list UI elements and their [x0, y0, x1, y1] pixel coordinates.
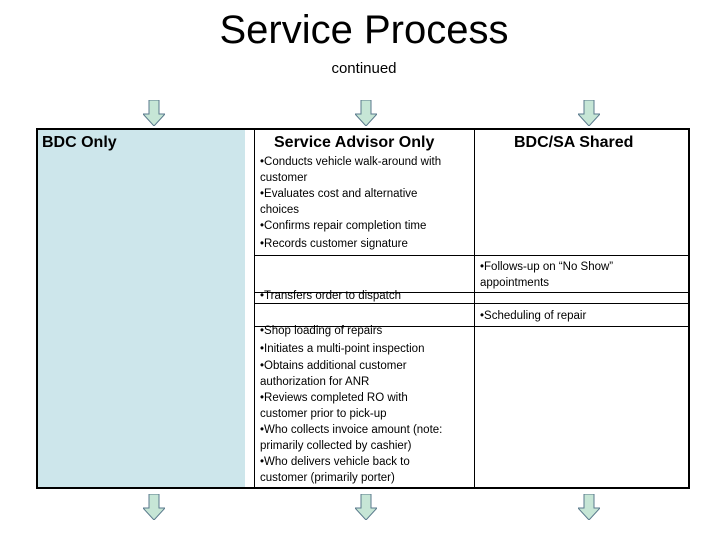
- down-arrow-icon: [143, 100, 165, 126]
- down-arrow-icon: [143, 494, 165, 520]
- list-item: •Transfers order to dispatch: [260, 290, 402, 302]
- row-divider: [254, 255, 689, 256]
- list-item: •Who collects invoice amount (note: prim…: [260, 424, 443, 452]
- list-item: •Initiates a multi-point inspection: [260, 343, 425, 355]
- list-item: •Reviews completed RO with customer prio…: [260, 392, 408, 420]
- down-arrow-icon: [355, 100, 377, 126]
- list-item: •Scheduling of repair: [480, 310, 587, 322]
- bdc-column-fill: [38, 130, 245, 487]
- list-item: •Evaluates cost and alternative choices: [260, 188, 418, 216]
- list-item: •Conducts vehicle walk-around with custo…: [260, 156, 442, 184]
- list-item: •Shop loading of repairs: [260, 325, 383, 337]
- column-divider: [254, 130, 255, 487]
- row-divider: [254, 326, 689, 327]
- column-divider: [474, 130, 475, 487]
- column-header-sa: Service Advisor Only: [274, 134, 435, 151]
- column-header-bdc: BDC Only: [42, 134, 117, 151]
- page-subtitle: continued: [331, 60, 397, 77]
- list-item: •Who delivers vehicle back to customer (…: [260, 456, 410, 484]
- down-arrow-icon: [578, 100, 600, 126]
- down-arrow-icon: [578, 494, 600, 520]
- down-arrow-icon: [355, 494, 377, 520]
- row-divider: [254, 292, 689, 293]
- column-header-shared: BDC/SA Shared: [514, 134, 634, 151]
- list-item: •Follows-up on “No Show” appointments: [480, 261, 614, 289]
- list-item: •Obtains additional customer authorizati…: [260, 360, 407, 388]
- list-item: •Confirms repair completion time: [260, 220, 427, 232]
- page-title: Service Process: [219, 8, 509, 52]
- list-item: •Records customer signature: [260, 238, 408, 250]
- row-divider: [254, 303, 689, 304]
